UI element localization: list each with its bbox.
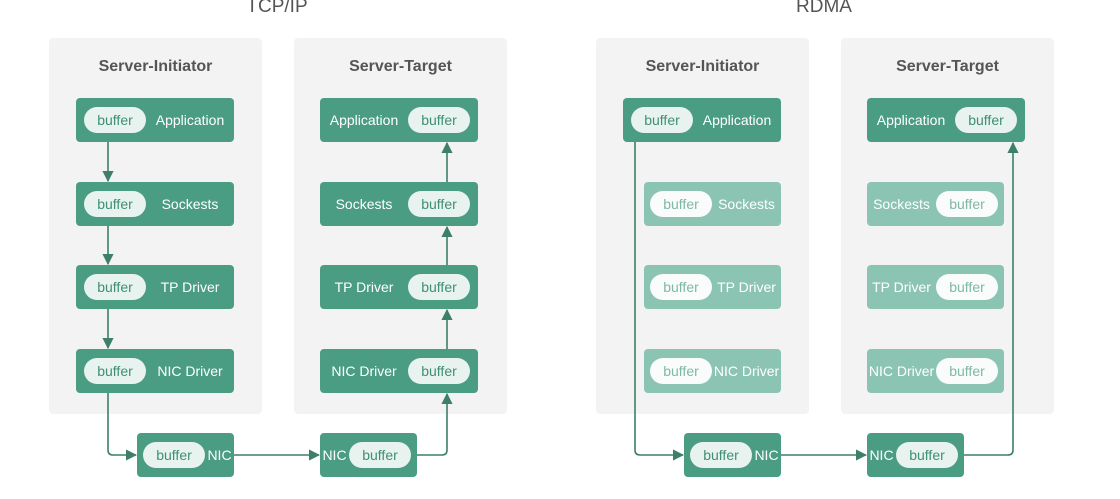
buffer-pill: buffer xyxy=(349,442,411,468)
buffer-pill: buffer xyxy=(84,358,146,384)
buffer-pill: buffer xyxy=(650,358,712,384)
layer-label: Sockests xyxy=(718,196,775,212)
layer-label: Sockests xyxy=(335,196,393,212)
tcpip-initiator-application-layer: buffer Application xyxy=(76,98,234,142)
tcpip-initiator-nic-driver-layer: buffer NIC Driver xyxy=(76,349,234,393)
arrow-tcpip-target-nic-to-nicdriver xyxy=(417,392,453,456)
buffer-pill: buffer xyxy=(955,107,1017,133)
tcpip-initiator-tp-driver-layer: buffer TP Driver xyxy=(76,265,234,309)
tcpip-initiator-sockets-layer: buffer Sockests xyxy=(76,182,234,226)
buffer-pill: buffer xyxy=(143,442,205,468)
nic-label: NIC xyxy=(322,447,347,463)
nic-label: NIC xyxy=(869,447,894,463)
buffer-pill: buffer xyxy=(690,442,752,468)
buffer-pill: buffer xyxy=(936,358,998,384)
layer-label: Application xyxy=(155,112,225,128)
buffer-pill: buffer xyxy=(650,274,712,300)
layer-label: TP Driver xyxy=(334,279,394,295)
nic-label: NIC xyxy=(207,447,232,463)
buffer-pill: buffer xyxy=(408,358,470,384)
rdma-initiator-nic: buffer NIC xyxy=(684,433,781,477)
rdma-target-sockets-layer: Sockests buffer xyxy=(867,182,1004,226)
buffer-pill: buffer xyxy=(408,274,470,300)
tcpip-target-application-layer: Application buffer xyxy=(320,98,478,142)
arrow-rdma-init-app-to-nic xyxy=(634,142,685,461)
rdma-initiator-tp-driver-layer: buffer TP Driver xyxy=(644,265,781,309)
layer-label: Application xyxy=(329,112,399,128)
nic-label: NIC xyxy=(754,447,779,463)
buffer-pill: buffer xyxy=(408,107,470,133)
tcpip-target-nic: NIC buffer xyxy=(320,433,417,477)
tcpip-target-sockets-layer: Sockests buffer xyxy=(320,182,478,226)
layer-label: NIC Driver xyxy=(331,363,397,379)
buffer-pill: buffer xyxy=(896,442,958,468)
layer-label: Sockests xyxy=(873,196,930,212)
layer-label: NIC Driver xyxy=(868,363,935,379)
layer-label: Sockests xyxy=(161,196,219,212)
layer-label: NIC Driver xyxy=(157,363,223,379)
tcpip-target-title: Server-Target xyxy=(349,58,452,75)
buffer-pill: buffer xyxy=(84,274,146,300)
layer-label: TP Driver xyxy=(717,279,776,295)
rdma-target-title: Server-Target xyxy=(896,58,999,75)
arrow-tcpip-init-nicdriver-to-nic xyxy=(107,393,138,461)
arrow-rdma-target-nic-to-app xyxy=(964,141,1019,456)
buffer-pill: buffer xyxy=(84,191,146,217)
rdma-initiator-title: Server-Initiator xyxy=(645,58,760,75)
layer-label: Application xyxy=(876,112,946,128)
rdma-target-nic-driver-layer: NIC Driver buffer xyxy=(867,349,1004,393)
tcpip-initiator-title: Server-Initiator xyxy=(98,58,213,75)
tcpip-target-nic-driver-layer: NIC Driver buffer xyxy=(320,349,478,393)
buffer-pill: buffer xyxy=(408,191,470,217)
tcpip-section-title: TCP/IP xyxy=(246,0,308,17)
buffer-pill: buffer xyxy=(84,107,146,133)
buffer-pill: buffer xyxy=(936,274,998,300)
buffer-pill: buffer xyxy=(936,191,998,217)
rdma-initiator-application-layer: buffer Application xyxy=(623,98,781,142)
layer-label: NIC Driver xyxy=(713,363,780,379)
buffer-pill: buffer xyxy=(650,191,712,217)
tcpip-target-tp-driver-layer: TP Driver buffer xyxy=(320,265,478,309)
layer-label: TP Driver xyxy=(160,279,220,295)
layer-label: Application xyxy=(702,112,772,128)
rdma-target-tp-driver-layer: TP Driver buffer xyxy=(867,265,1004,309)
rdma-target-nic: NIC buffer xyxy=(867,433,964,477)
tcpip-initiator-nic: buffer NIC xyxy=(137,433,234,477)
layer-label: TP Driver xyxy=(872,279,931,295)
rdma-initiator-nic-driver-layer: buffer NIC Driver xyxy=(644,349,781,393)
buffer-pill: buffer xyxy=(631,107,693,133)
rdma-section-title: RDMA xyxy=(796,0,852,17)
rdma-target-application-layer: Application buffer xyxy=(867,98,1025,142)
rdma-initiator-sockets-layer: buffer Sockests xyxy=(644,182,781,226)
